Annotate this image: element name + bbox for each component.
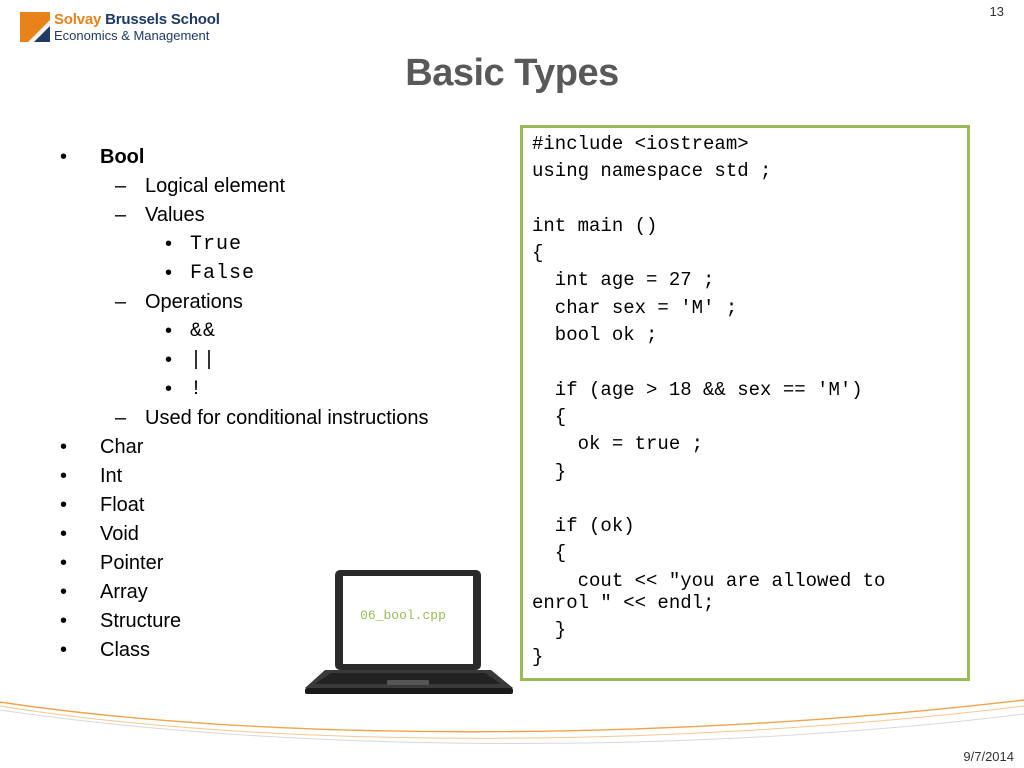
bullet-item-level-3: • && — [60, 317, 500, 346]
bullet-item-level-1: • Int — [60, 462, 500, 491]
bullet-marker: • — [165, 233, 173, 255]
bullet-item-level-3: • || — [60, 346, 500, 375]
code-line: } — [532, 646, 544, 669]
bullet-item-level-2: –Logical element — [60, 172, 500, 201]
logo-subtitle: Economics & Management — [54, 28, 210, 43]
code-line: { — [532, 242, 544, 265]
bullet-item-level-1: • Float — [60, 491, 500, 520]
code-line — [532, 486, 967, 513]
bullet-item-level-3: •! — [60, 375, 500, 404]
bullet-list: •Bool–Logical element–Values•True•False–… — [60, 143, 500, 665]
bullet-text: Class — [100, 639, 151, 661]
bullet-marker: • — [60, 552, 68, 574]
bullet-text: Void — [100, 523, 139, 545]
bullet-text: True — [190, 233, 243, 256]
code-line: #include <iostream> — [532, 133, 749, 155]
bullet-marker: • — [165, 378, 173, 400]
code-line: int main () — [532, 214, 658, 237]
code-line: using namespace std ; — [532, 160, 772, 183]
logo-mark-icon — [20, 12, 50, 42]
code-line: cout << "you are allowed to — [532, 569, 886, 592]
bullet-text: || — [190, 349, 217, 372]
laptop-icon: 06_bool.cpp — [305, 570, 515, 698]
code-line: if (ok) — [532, 515, 635, 538]
bullet-item-level-3: • False — [60, 259, 500, 288]
bullet-marker: • — [60, 639, 68, 661]
bullet-marker: • — [60, 465, 68, 487]
bullet-marker: • — [165, 262, 173, 284]
bullet-item-level-1: • Char — [60, 433, 500, 462]
code-box: #include <iostream> using namespace std ;… — [520, 125, 970, 681]
bullet-text: Logical element — [145, 175, 286, 197]
bullet-marker: • — [165, 349, 173, 371]
slide-date: 9/7/2014 — [963, 749, 1014, 764]
bullet-text: Int — [100, 465, 123, 487]
laptop-file-label: 06_bool.cpp — [360, 608, 446, 623]
code-line — [532, 349, 967, 376]
bullet-text: Char — [100, 436, 144, 458]
bullet-item-level-1: • Array — [60, 578, 500, 607]
bullet-item-level-1: • Void — [60, 520, 500, 549]
code-line: bool ok ; — [532, 324, 658, 347]
bullet-marker: • — [60, 610, 68, 632]
bullet-item-level-1: • Bool — [60, 143, 500, 172]
bullet-text: && — [190, 320, 217, 343]
page-number: 13 — [989, 4, 1004, 19]
code-line: int age = 27 ; — [532, 269, 715, 292]
bullet-marker: • — [60, 146, 68, 168]
bullet-marker: • — [60, 581, 68, 603]
bullet-marker: • — [165, 320, 173, 342]
bullet-marker: – — [115, 204, 127, 226]
school-logo: Solvay Brussels School Economics & Manag… — [20, 10, 220, 46]
bullet-text: Array — [100, 581, 148, 603]
code-line: { — [532, 542, 567, 565]
code-line: } — [532, 619, 567, 642]
logo-title: Solvay Brussels School — [54, 11, 220, 28]
bullet-marker: • — [60, 436, 68, 458]
bullet-item-level-2: –Operations — [60, 288, 500, 317]
code-line: enrol " << endl; — [532, 591, 715, 614]
code-line: if (age > 18 && sex == 'M') — [532, 378, 863, 401]
code-line: } — [532, 460, 567, 483]
code-line: ok = true ; — [532, 433, 704, 456]
bullet-item-level-3: • True — [60, 230, 500, 259]
code-line: char sex = 'M' ; — [532, 296, 738, 319]
bullet-marker: – — [115, 291, 127, 313]
bullet-marker: – — [115, 175, 127, 197]
bullet-marker: • — [60, 494, 68, 516]
bullet-text: ! — [190, 378, 204, 401]
bullet-text: Float — [100, 494, 145, 516]
code-line: { — [532, 405, 567, 428]
bullet-item-level-2: –Values — [60, 201, 500, 230]
code-line — [532, 186, 967, 213]
bullet-text: Pointer — [100, 552, 164, 574]
bullet-text: Used for conditional instructions — [145, 407, 429, 429]
slide-title: Basic Types — [405, 52, 619, 94]
logo-title-text: Brussels School — [105, 11, 220, 28]
laptop-drawing — [305, 570, 513, 694]
bullet-text: Values — [145, 204, 205, 226]
bullet-item-level-2: –Used for conditional instructions — [60, 404, 500, 433]
bullet-marker: • — [60, 523, 68, 545]
bullet-item-level-1: • Structure — [60, 607, 500, 636]
footer-swoosh-decoration — [0, 699, 1024, 745]
logo-accent-text: Solvay — [54, 11, 102, 28]
bullet-text: Operations — [145, 291, 243, 313]
bullet-marker: – — [115, 407, 127, 429]
code-block: #include <iostream> using namespace std ;… — [523, 128, 967, 672]
bullet-item-level-1: • Class — [60, 636, 500, 665]
bullet-text: Structure — [100, 610, 182, 632]
bullet-text: False — [190, 262, 256, 285]
bullet-text: Bool — [100, 146, 145, 168]
bullet-item-level-1: • Pointer — [60, 549, 500, 578]
